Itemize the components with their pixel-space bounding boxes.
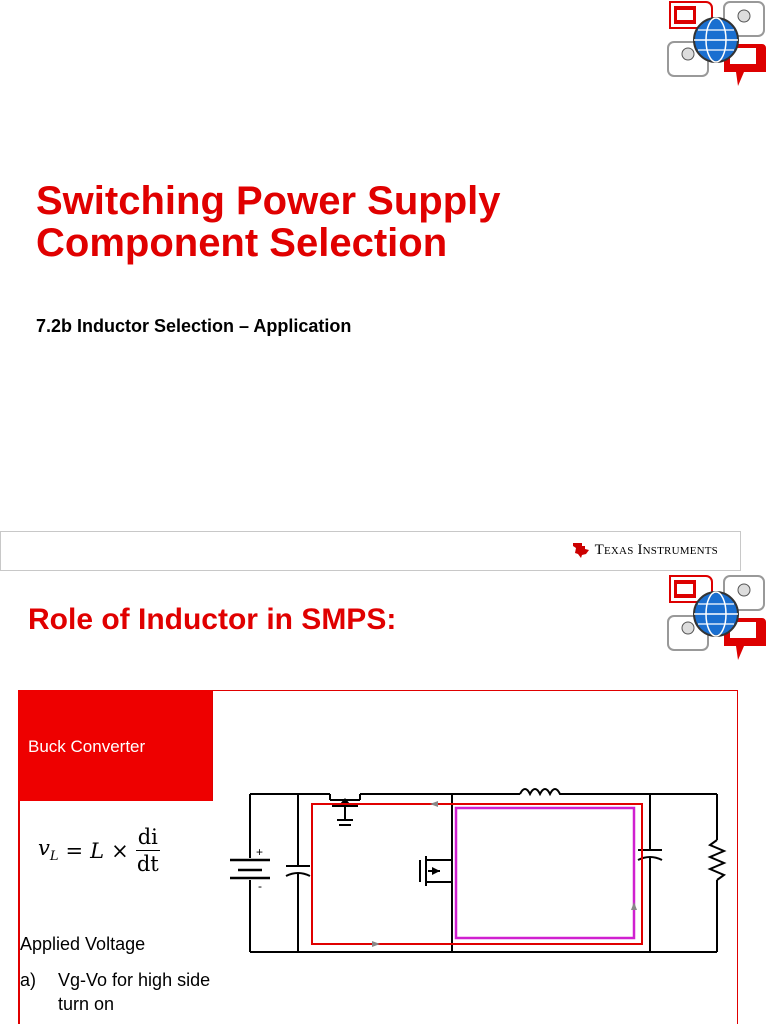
battery-plus: + [256,845,263,859]
footer-bar: Texas Instruments [0,531,741,571]
list-item: a) Vg-Vo for high side turn on [20,968,218,1016]
list-item-text: Vg-Vo for high side turn on [58,970,211,1014]
loop-arrow-icon [372,941,380,947]
left-accent-strip [18,801,20,1024]
title-line-2: Component Selection [36,221,448,265]
training-logo-icon [664,574,768,664]
title-line-1: Switching Power Supply [36,179,501,223]
slide-2-title: Role of Inductor in SMPS: [28,603,397,636]
ti-brand: Texas Instruments [571,541,718,559]
ti-brand-text: Texas Instruments [594,541,718,558]
loop-arrow-icon [631,902,637,910]
training-logo-icon [664,0,768,90]
inductor-voltage-formula: vL = L × di dt [38,826,160,875]
loop-arrow-icon [430,801,438,807]
high-side-current-loop [311,803,643,945]
formula-fraction: di dt [135,825,160,876]
applied-voltage-label: Applied Voltage [20,934,146,954]
buck-converter-schematic: + - [230,788,727,953]
buck-converter-panel: Buck Converter [18,690,212,801]
formula-times: × [111,838,129,863]
list-item-marker: a) [20,970,37,990]
panel-divider [212,690,213,801]
formula-L: L [90,838,105,863]
ti-logo-icon [572,543,589,558]
switch-arrow-icon [340,798,350,804]
panel-label: Buck Converter [28,737,146,756]
formula-lhs: vL [38,836,59,865]
freewheel-current-loop [454,806,636,940]
formula-equals: = [65,838,84,863]
low-switch-arrow-icon [432,867,440,875]
slide-title: Switching Power Supply Component Selecti… [36,180,656,264]
title-slide: Switching Power Supply Component Selecti… [36,0,768,336]
formula-denominator: dt [136,852,159,876]
battery-minus: - [258,879,262,893]
formula-numerator: di [135,825,160,851]
slide-subtitle: 7.2b Inductor Selection – Application [36,316,352,336]
